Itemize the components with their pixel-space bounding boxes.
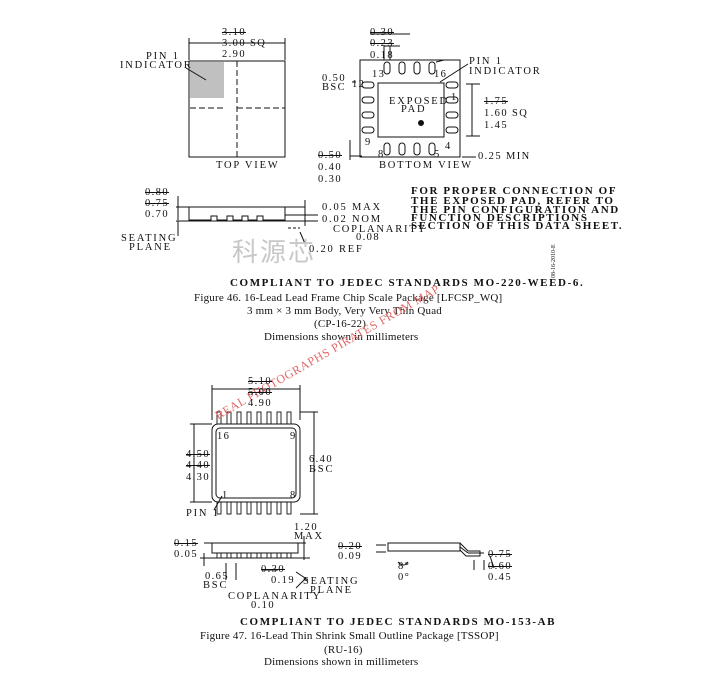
exposed-pad-label: PAD <box>401 104 427 115</box>
tssop-lead-width-max: 0.30 <box>261 564 285 575</box>
pin1-dot <box>418 120 424 126</box>
tssop-pin-number: 1 <box>222 490 229 501</box>
coplanarity-label: COPLANARITY <box>333 224 427 235</box>
top-view-dim-min: 2.90 <box>222 49 246 60</box>
pad-dim-min: 1.45 <box>484 120 508 131</box>
fig47-caption-title: Figure 47. 16-Lead Thin Shrink Small Out… <box>200 630 499 642</box>
tssop-max-height: 1.20 <box>294 522 318 533</box>
exposed-pad <box>377 82 445 138</box>
coplanarity-value: 0.08 <box>356 232 380 243</box>
tssop-overall-width-bsc: BSC <box>309 464 335 475</box>
tssop-standoff-min: 0.05 <box>174 549 198 560</box>
tssop-width-max: 4.50 <box>186 449 210 460</box>
pitch-bsc: BSC <box>322 82 347 93</box>
foot-length-min: 0.45 <box>488 572 512 583</box>
fig47-caption-code: (RU-16) <box>324 644 363 656</box>
lfcsp-bottom-view-body <box>359 59 461 158</box>
lfcsp-pin1-indicator-label: PIN 1 <box>146 51 180 62</box>
lead-length-max: 0.50 <box>318 150 342 161</box>
bottom-pin1-label: PIN 1 <box>469 56 503 67</box>
exposed-pad-label: EXPOSED <box>389 96 449 107</box>
tssop-width-min: 4.30 <box>186 472 210 483</box>
document-id: 08-16-2010-E <box>551 244 557 278</box>
tssop-standoff-max: 0.15 <box>174 538 198 549</box>
pad-note-line: FOR PROPER CONNECTION OF <box>411 185 618 197</box>
pad-note-line: SECTION OF THIS DATA SHEET. <box>411 220 624 232</box>
pad-note-line: THE EXPOSED PAD, REFER TO <box>411 195 615 207</box>
pin-number: 4 <box>445 141 452 152</box>
height-nom: 0.75 <box>145 198 169 209</box>
tssop-pin-number: 8 <box>290 490 297 501</box>
pitch-value: 0.50 <box>322 73 346 84</box>
tssop-coplanarity-label: COPLANARITY <box>228 591 322 602</box>
foot-length-nom: 0.60 <box>488 561 512 572</box>
pin-number: 5 <box>434 149 441 160</box>
pin-number: 12 <box>352 79 366 90</box>
top-view-label: TOP VIEW <box>216 160 280 171</box>
tssop-pin-number: 9 <box>290 431 297 442</box>
pin-number: 9 <box>365 137 372 148</box>
tssop-overall-width: 6.40 <box>309 454 333 465</box>
tssop-side-view-body <box>211 542 299 554</box>
tssop-pin-number: 16 <box>217 431 231 442</box>
bottom-pin1-label: INDICATOR <box>469 66 542 77</box>
lead-angle-max: 8° <box>398 561 411 572</box>
tssop-seating-plane: SEATING <box>303 576 360 587</box>
ref-dim: 0.20 REF <box>309 244 364 255</box>
lead-min-label: 0.25 MIN <box>478 151 531 162</box>
lead-thickness-max: 0.20 <box>338 541 362 552</box>
height-max: 0.80 <box>145 187 169 198</box>
lead-angle-min: 0° <box>398 572 411 583</box>
standoff-max: 0.05 MAX <box>322 202 382 213</box>
pad-dim-nom: 1.60 SQ <box>484 108 529 119</box>
lead-thickness-min: 0.09 <box>338 551 362 562</box>
pad-dim-max: 1.75 <box>484 96 508 107</box>
pin-number: 8 <box>378 149 385 160</box>
tssop-max-height-label: MAX <box>294 531 324 542</box>
tssop-seating-plane: PLANE <box>310 585 353 596</box>
bottom-view-label: BOTTOM VIEW <box>379 160 473 171</box>
fig46-caption-units: Dimensions shown in millimeters <box>264 331 419 343</box>
fig46-compliance: COMPLIANT TO JEDEC STANDARDS MO-220-WEED… <box>230 277 585 289</box>
lead-length-nom: 0.40 <box>318 162 342 173</box>
lead-width-max: 0.30 <box>370 27 394 38</box>
lfcsp-side-view-body <box>188 206 286 221</box>
tssop-top-view-body <box>211 423 301 503</box>
pin-number: 13 <box>372 69 386 80</box>
tssop-lead-width-min: 0.19 <box>271 575 295 586</box>
fig46-caption-code: (CP-16-22) <box>314 318 367 330</box>
tssop-pitch: 0.65 <box>205 571 229 582</box>
seating-plane-label: SEATING <box>121 233 178 244</box>
standoff-nom: 0.02 NOM <box>322 214 382 225</box>
tssop-pin1-label: PIN 1 <box>186 508 220 519</box>
lfcsp-pin1-indicator-label: INDICATOR <box>120 60 193 71</box>
top-view-dim-nom: 3.00 SQ <box>222 38 267 49</box>
fig46-caption-subtitle: 3 mm × 3 mm Body, Very Very Thin Quad <box>247 305 442 317</box>
pin1-indicator-shading <box>190 62 224 98</box>
tssop-length-nom: 5.00 <box>248 387 272 398</box>
pin-number: 1 <box>451 92 458 103</box>
watermark-chinese: 科源芯 <box>232 238 317 268</box>
pad-note-line: THE PIN CONFIGURATION AND <box>411 204 620 216</box>
seating-plane-label: PLANE <box>129 242 172 253</box>
tssop-length-min: 4.90 <box>248 398 272 409</box>
fig47-caption-units: Dimensions shown in millimeters <box>264 656 419 668</box>
tssop-coplanarity-value: 0.10 <box>251 600 275 611</box>
lead-length-min: 0.30 <box>318 174 342 185</box>
tssop-length-max: 5.10 <box>248 376 272 387</box>
fig47-compliance: COMPLIANT TO JEDEC STANDARDS MO-153-AB <box>240 616 557 628</box>
lead-width-nom: 0.23 <box>370 38 394 49</box>
pad-note-line: FUNCTION DESCRIPTIONS <box>411 212 589 224</box>
lead-width-min: 0.18 <box>370 50 394 61</box>
height-min: 0.70 <box>145 209 169 220</box>
pin-number: 16 <box>434 69 448 80</box>
fig46-caption-title: Figure 46. 16-Lead Lead Frame Chip Scale… <box>194 292 503 304</box>
top-view-dim-max: 3.10 <box>222 27 246 38</box>
foot-length-max: 0.75 <box>488 549 512 560</box>
tssop-pitch-bsc: BSC <box>203 580 229 591</box>
tssop-width-nom: 4.40 <box>186 460 210 471</box>
